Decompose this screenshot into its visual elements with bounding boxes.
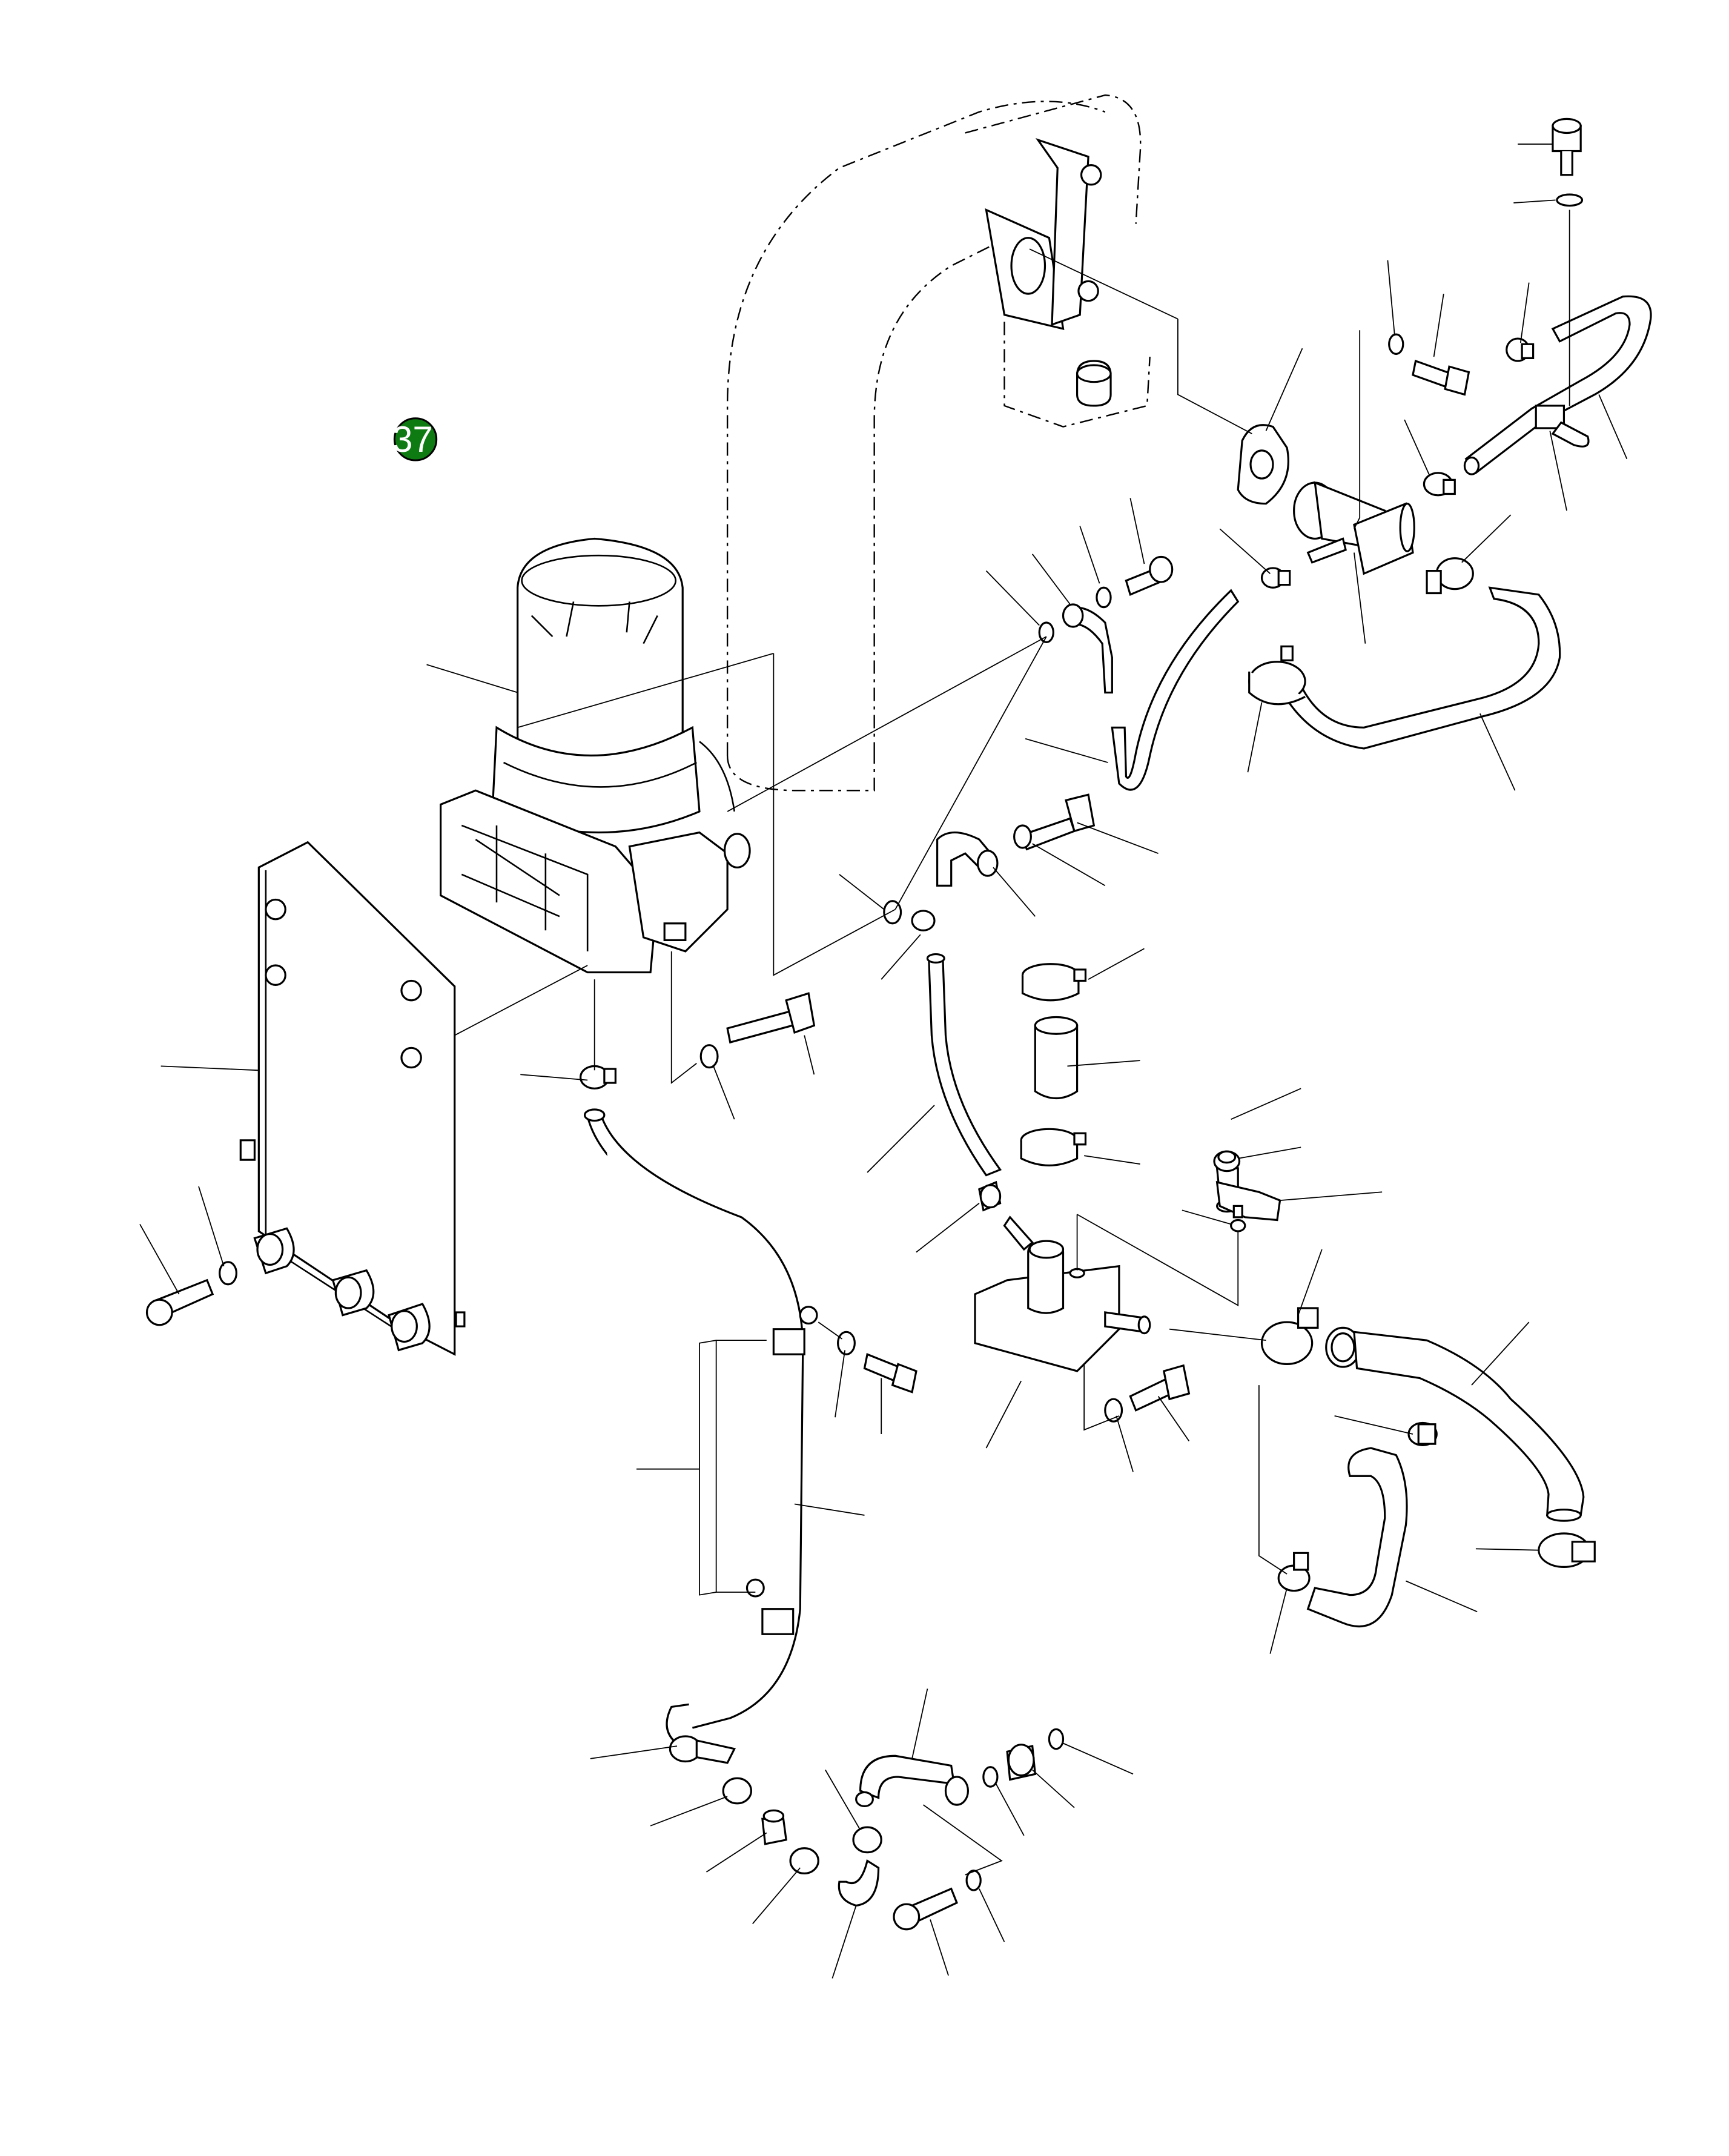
mounting-plate — [240, 842, 464, 1355]
leader-lines — [140, 144, 1627, 1979]
junction-block — [975, 1182, 1150, 1371]
bottom-left-fittings — [670, 1736, 818, 1873]
exhaust-flange-bracket — [986, 140, 1111, 406]
bottom-center-pipe — [839, 1729, 1063, 1929]
bolt-left — [147, 1262, 237, 1325]
clamp-filter-outlet — [581, 1066, 616, 1088]
fuel-filter-assembly — [441, 538, 750, 972]
clamps-right-upper — [1262, 339, 1533, 593]
center-sleeve — [1021, 964, 1085, 1166]
hose-center — [927, 954, 1000, 1176]
elbow-fitting-filter — [884, 795, 1094, 930]
right-flange-pipe — [1238, 425, 1414, 574]
hose-right-upper — [1249, 587, 1560, 749]
phantom-pipe — [727, 95, 1150, 790]
sensor-right — [1214, 1151, 1280, 1231]
upper-hose — [1039, 557, 1238, 790]
hose-main — [585, 1109, 817, 1749]
pipe-top-right — [1464, 296, 1651, 474]
callout-badge[interactable]: 37 — [392, 418, 437, 460]
callout-number: 37 — [392, 419, 433, 460]
hoses-right-lower — [1262, 1308, 1595, 1627]
bolt-center — [701, 119, 1582, 1421]
